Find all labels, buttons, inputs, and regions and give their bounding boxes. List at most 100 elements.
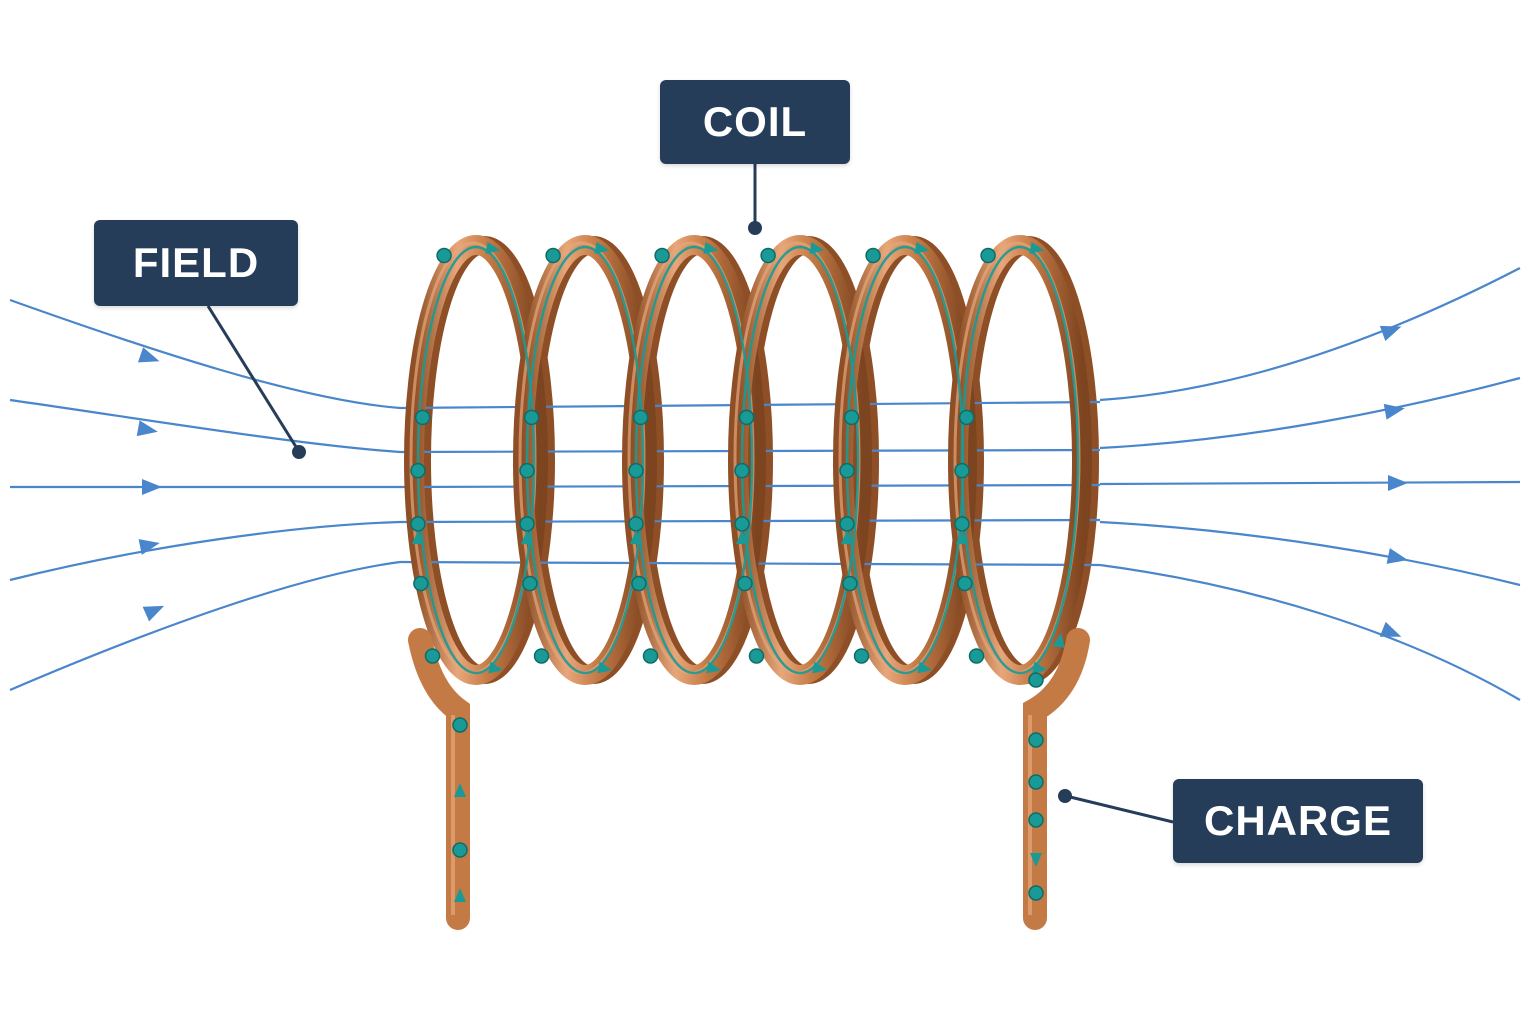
- charge-particle-icon: [533, 648, 550, 664]
- charge-particle-icon: [968, 648, 985, 664]
- field-leader-dot: [292, 445, 306, 459]
- charge-particle-icon: [410, 462, 426, 479]
- current-arrow-icon: [412, 530, 424, 545]
- charge-path-4: [740, 245, 860, 675]
- charge-particle-icon: [954, 462, 970, 479]
- charge-particle-icon: [519, 462, 535, 479]
- field-line-left-2: [9, 398, 401, 454]
- current-arrow-icon: [1032, 661, 1048, 674]
- field-leader-line: [206, 305, 300, 451]
- current-arrow-icon: [1029, 242, 1045, 254]
- current-arrow-icon: [706, 661, 722, 674]
- current-arrow-icon: [736, 530, 748, 545]
- current-arrow-icon: [485, 242, 501, 254]
- charge-particle-icon: [853, 648, 870, 664]
- charge-path-3: [634, 245, 754, 675]
- charge-particle-icon: [1028, 885, 1044, 901]
- coil-turn-6: [948, 235, 1092, 685]
- charge-particle-icon: [734, 462, 750, 479]
- charge-particle-icon: [958, 409, 975, 426]
- coil-label: COIL: [660, 80, 850, 164]
- coil-turn-3: [622, 235, 766, 685]
- current-arrow-icon: [630, 530, 642, 545]
- charge-particle-icon: [842, 575, 858, 592]
- charge-path-6: [960, 245, 1080, 675]
- current-arrow-icon: [809, 242, 825, 254]
- charge-particle-icon: [1028, 774, 1044, 790]
- charge-particle-icon: [865, 247, 881, 264]
- field-line-left-4: [9, 520, 401, 582]
- field-arrow-icon: [136, 420, 158, 437]
- right-lead: [1023, 628, 1090, 930]
- charge-path-1: [416, 245, 536, 675]
- field-line-right-4: [1099, 520, 1521, 587]
- field-line-right-1: [1099, 267, 1521, 402]
- charge-particle-icon: [1028, 672, 1044, 688]
- field-line-right-5: [1099, 563, 1521, 701]
- field-line-left-5: [9, 560, 401, 692]
- charge-particle-icon: [760, 247, 776, 264]
- current-arrow-icon: [597, 661, 613, 674]
- charge-particle-icon: [413, 575, 429, 592]
- coil-turn-2: [513, 235, 657, 685]
- current-arrow-icon: [703, 242, 719, 254]
- current-arrow-icon: [521, 530, 533, 545]
- charge-particle-icon: [436, 247, 452, 264]
- label-leaders: [206, 164, 1174, 824]
- charge-particle-icon: [628, 516, 644, 532]
- charge-particle-icon: [631, 575, 647, 592]
- charge-particle-icon: [632, 409, 649, 426]
- current-arrow-icon: [914, 242, 930, 254]
- field-line-left-1: [9, 298, 401, 410]
- field-label: FIELD: [94, 220, 298, 306]
- coil-turn-1: [404, 235, 548, 685]
- current-arrow-icon: [488, 661, 504, 674]
- field-arrow-icon: [138, 539, 160, 555]
- copper-coil: [404, 235, 1092, 930]
- charge-particle-icon: [410, 516, 426, 532]
- charge-particle-icon: [737, 575, 753, 592]
- field-arrow-icon: [1386, 548, 1408, 564]
- charge-particle-icon: [642, 648, 659, 664]
- field-arrow-icon: [142, 605, 165, 622]
- current-arrow-icon: [956, 530, 968, 545]
- charge-particle-icon: [957, 575, 973, 592]
- charge-particle-icon: [452, 717, 468, 733]
- coil-turn-4: [728, 235, 872, 685]
- charge-leader-line: [1065, 794, 1174, 824]
- current-arrow-icon: [1030, 853, 1042, 867]
- charge-particle-icon: [519, 516, 535, 532]
- charge-particle-icon: [843, 409, 860, 426]
- field-line-right-3: [1099, 480, 1521, 486]
- current-arrow-icon: [841, 530, 853, 545]
- charge-particle-icon: [654, 247, 670, 264]
- field-arrow-icon: [142, 479, 162, 495]
- charge-particle-icon: [748, 648, 765, 664]
- field-arrow-icon: [1383, 403, 1405, 420]
- current-arrow-icon: [594, 242, 610, 254]
- field-arrow-icon: [137, 347, 160, 363]
- charge-particle-icon: [839, 516, 855, 532]
- field-arrow-icon: [1379, 325, 1402, 341]
- field-line-right-2: [1099, 376, 1521, 450]
- coil-leader-dot: [748, 221, 762, 235]
- charge-particle-icon: [424, 648, 441, 664]
- charge-particle-icon: [734, 516, 750, 532]
- left-lead: [408, 628, 470, 930]
- charge-path-2: [525, 245, 645, 675]
- field-arrow-icon: [1379, 621, 1402, 637]
- charge-particle-icon: [414, 409, 431, 426]
- charge-leader-dot: [1058, 789, 1072, 803]
- charge-particle-icon: [1028, 732, 1044, 748]
- current-arrow-icon: [454, 783, 466, 797]
- charge-flow: [410, 242, 1080, 902]
- charge-label: CHARGE: [1173, 779, 1423, 863]
- current-arrow-icon: [917, 661, 933, 674]
- current-arrow-icon: [454, 888, 466, 902]
- charge-particle-icon: [954, 516, 970, 532]
- charge-particle-icon: [1028, 812, 1044, 828]
- current-arrow-icon: [1052, 633, 1065, 648]
- field-arrow-icon: [1388, 475, 1408, 491]
- magnetic-field-lines: [9, 267, 1521, 701]
